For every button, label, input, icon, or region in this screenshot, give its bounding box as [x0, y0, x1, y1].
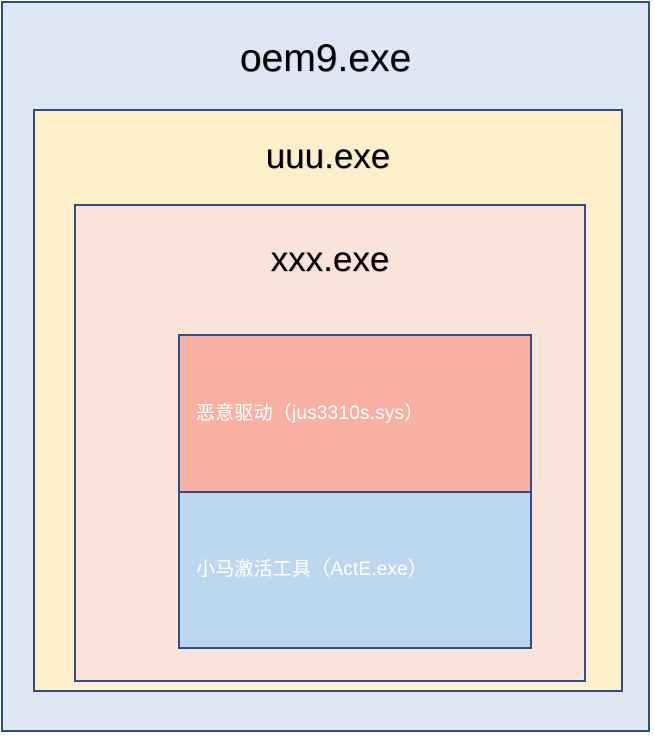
- leaf-box-malicious-driver[interactable]: 恶意驱动（jus3310s.sys）: [180, 336, 530, 491]
- container-label-xxx: xxx.exe: [270, 240, 390, 279]
- leaf-box-activation-tool[interactable]: 小马激活工具（ActE.exe）: [180, 491, 530, 647]
- leaf-label-malicious-driver: 恶意驱动（jus3310s.sys）: [196, 402, 424, 424]
- container-label-uuu: uuu.exe: [265, 137, 391, 176]
- container-label-oem9: oem9.exe: [239, 37, 412, 80]
- leaf-box-group: 恶意驱动（jus3310s.sys） 小马激活工具（ActE.exe）: [178, 334, 532, 649]
- container-box-uuu[interactable]: uuu.exe xxx.exe 恶意驱动（jus3310s.sys） 小马激活工…: [33, 109, 623, 692]
- leaf-label-activation-tool: 小马激活工具（ActE.exe）: [196, 559, 428, 581]
- container-box-xxx[interactable]: xxx.exe 恶意驱动（jus3310s.sys） 小马激活工具（ActE.e…: [74, 204, 586, 682]
